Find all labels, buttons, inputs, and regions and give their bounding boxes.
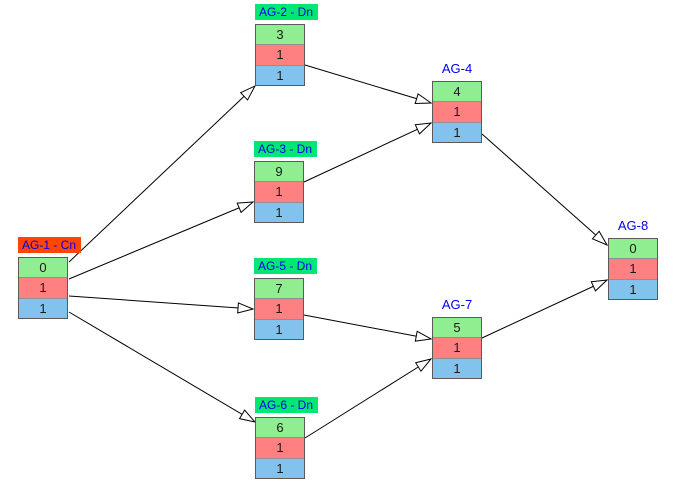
- edge-ag-6-to-ag-7: [304, 358, 433, 439]
- node-ag-4-cell-red: 1: [433, 101, 481, 122]
- node-ag-3-cell-red: 1: [255, 181, 303, 202]
- node-ag-7-box[interactable]: 5 1 1: [432, 317, 482, 379]
- node-ag-5-box[interactable]: 7 1 1: [254, 278, 304, 340]
- node-ag-3-box[interactable]: 9 1 1: [254, 161, 304, 223]
- node-ag-7-cell-green: 5: [433, 318, 481, 338]
- node-ag-4-cell-blue: 1: [433, 121, 481, 142]
- edge-ag-1-to-ag-6: [68, 311, 257, 423]
- node-ag-8-cell-red: 1: [609, 258, 657, 279]
- edge-ag-5-to-ag-7: [303, 314, 433, 342]
- node-ag-2-cell-red: 1: [256, 44, 304, 65]
- node-ag-6-cell-green: 6: [256, 418, 304, 438]
- node-ag-8-cell-green: 0: [609, 239, 657, 259]
- node-ag-6-box[interactable]: 6 1 1: [255, 417, 305, 479]
- node-ag-1[interactable]: AG-1 - Cn 0 1 1: [18, 236, 82, 319]
- edge-ag-1-to-ag-3: [68, 201, 255, 280]
- node-ag-6-cell-red: 1: [256, 437, 304, 458]
- node-ag-4-box[interactable]: 4 1 1: [432, 81, 482, 143]
- node-ag-6[interactable]: AG-6 - Dn 6 1 1: [255, 396, 319, 479]
- node-ag-5-cell-blue: 1: [255, 318, 303, 339]
- node-ag-1-cell-green: 0: [19, 258, 67, 278]
- node-ag-5[interactable]: AG-5 - Dn 7 1 1: [254, 257, 318, 340]
- node-ag-1-cell-red: 1: [19, 277, 67, 298]
- edge-ag-4-to-ag-8: [481, 133, 609, 247]
- node-ag-8-title: AG-8: [617, 218, 649, 233]
- edge-ag-3-to-ag-4: [303, 122, 433, 183]
- edge-ag-7-to-ag-8: [481, 279, 609, 339]
- node-ag-6-cell-blue: 1: [256, 457, 304, 478]
- node-ag-7-cell-red: 1: [433, 337, 481, 358]
- edge-ag-2-to-ag-4: [304, 64, 433, 104]
- node-ag-2-label[interactable]: AG-2 - Dn: [255, 4, 319, 20]
- node-ag-2-cell-green: 3: [256, 25, 304, 45]
- node-ag-4-title: AG-4: [441, 61, 473, 76]
- node-ag-1-box[interactable]: 0 1 1: [18, 257, 68, 319]
- edge-ag-1-to-ag-5: [68, 295, 255, 314]
- node-ag-2[interactable]: AG-2 - Dn 3 1 1: [255, 3, 319, 86]
- node-ag-2-cell-blue: 1: [256, 64, 304, 85]
- node-ag-7-title: AG-7: [441, 297, 473, 312]
- node-ag-3[interactable]: AG-3 - Dn 9 1 1: [254, 140, 318, 223]
- node-ag-8-cell-blue: 1: [609, 278, 657, 299]
- node-ag-5-cell-green: 7: [255, 279, 303, 299]
- node-ag-1-label[interactable]: AG-1 - Cn: [18, 237, 82, 253]
- edge-ag-1-to-ag-2: [68, 84, 257, 263]
- node-ag-3-cell-blue: 1: [255, 201, 303, 222]
- node-ag-8-box[interactable]: 0 1 1: [608, 238, 658, 300]
- node-ag-7-cell-blue: 1: [433, 357, 481, 378]
- node-ag-7[interactable]: AG-7 5 1 1: [432, 297, 482, 379]
- node-ag-4-cell-green: 4: [433, 82, 481, 102]
- node-ag-4[interactable]: AG-4 4 1 1: [432, 61, 482, 143]
- node-ag-5-cell-red: 1: [255, 298, 303, 319]
- node-ag-6-label[interactable]: AG-6 - Dn: [255, 397, 319, 413]
- node-ag-3-cell-green: 9: [255, 162, 303, 182]
- node-ag-2-box[interactable]: 3 1 1: [255, 24, 305, 86]
- node-ag-1-cell-blue: 1: [19, 297, 67, 318]
- node-ag-5-label[interactable]: AG-5 - Dn: [254, 258, 318, 274]
- node-ag-8[interactable]: AG-8 0 1 1: [608, 218, 658, 300]
- node-ag-3-label[interactable]: AG-3 - Dn: [254, 141, 318, 157]
